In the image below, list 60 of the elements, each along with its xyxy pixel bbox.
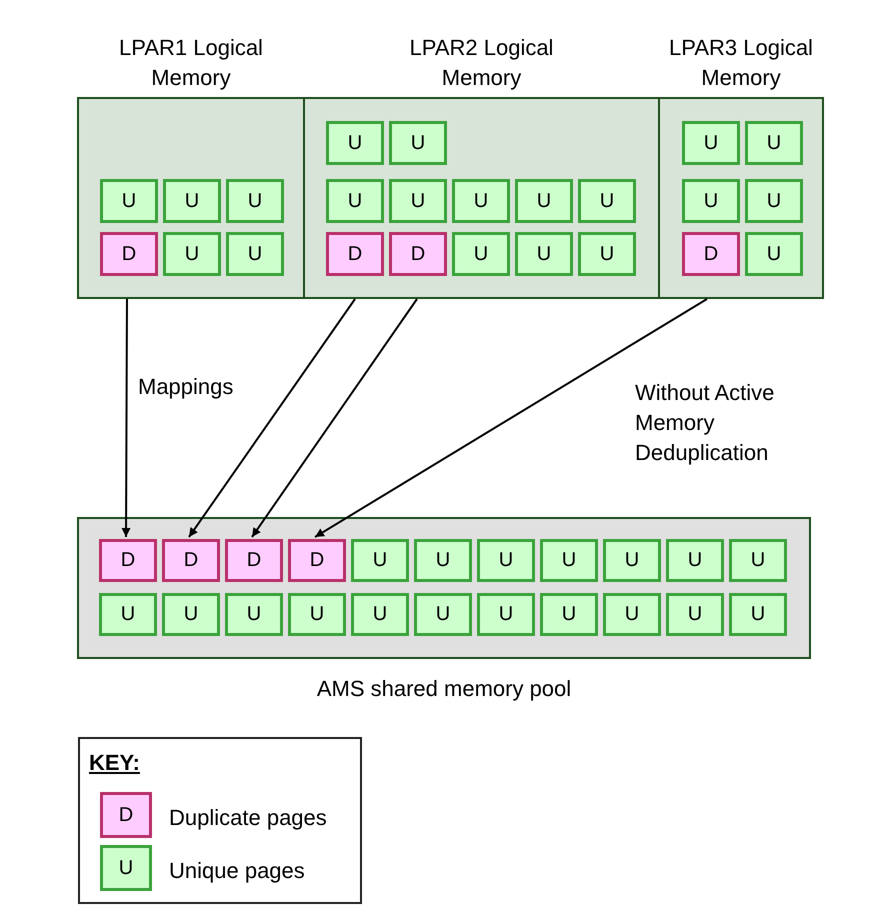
unique-page-block: U <box>162 593 220 636</box>
unique-page-block: U <box>452 232 510 276</box>
unique-page-block: U <box>729 593 787 636</box>
duplicate-page-block: D <box>682 232 740 276</box>
unique-page-block: U <box>351 593 409 636</box>
panel-heading: LPAR1 Logical Memory <box>118 34 264 92</box>
unique-page-block: U <box>163 232 221 276</box>
key-entry-text: Duplicate pages <box>169 804 327 832</box>
unique-page-block: U <box>414 593 472 636</box>
unique-page-block: U <box>578 179 636 223</box>
mapping-arrow <box>314 298 708 538</box>
unique-page-block: U <box>326 179 384 223</box>
key-panel <box>78 737 362 904</box>
unique-page-block: U <box>745 121 803 165</box>
unique-page-block: U <box>452 179 510 223</box>
unique-page-block: U <box>225 593 283 636</box>
unique-page-block: U <box>729 539 787 582</box>
unique-page-block: U <box>351 539 409 582</box>
unique-page-block: U <box>745 232 803 276</box>
unique-page-block: U <box>745 179 803 223</box>
unique-page-block: U <box>414 539 472 582</box>
unique-page-block: U <box>389 121 447 165</box>
unique-page-block: U <box>540 539 598 582</box>
unique-page-block: U <box>540 593 598 636</box>
unique-page-block: U <box>603 539 661 582</box>
unique-page-block: U <box>666 539 724 582</box>
unique-page-block: U <box>515 232 573 276</box>
unique-page-block: U <box>666 593 724 636</box>
panel-heading: LPAR3 Logical Memory <box>668 34 814 92</box>
key-heading: KEY: <box>89 749 140 777</box>
mapping-arrow <box>188 298 356 538</box>
unique-page-block: U <box>226 179 284 223</box>
duplicate-page-block: D <box>225 539 283 582</box>
duplicate-page-block: D <box>389 232 447 276</box>
duplicate-page-block: D <box>100 232 158 276</box>
unique-page-block: U <box>477 539 535 582</box>
unique-page-block: U <box>477 593 535 636</box>
unique-page-block: U <box>682 179 740 223</box>
annotation-text: Mappings <box>138 373 234 401</box>
unique-page-block: U <box>603 593 661 636</box>
duplicate-page-block: D <box>99 539 157 582</box>
unique-page-block: U <box>578 232 636 276</box>
key-entry-text: Unique pages <box>169 857 305 885</box>
unique-page-block: U <box>226 232 284 276</box>
unique-page-block: U <box>682 121 740 165</box>
unique-page-block: U <box>515 179 573 223</box>
panel-heading: LPAR2 Logical Memory <box>408 34 554 92</box>
pool-caption: AMS shared memory pool <box>316 675 572 703</box>
duplicate-page-block: D <box>162 539 220 582</box>
unique-page-block: U <box>389 179 447 223</box>
unique-page-block: U <box>163 179 221 223</box>
duplicate-page-block: D <box>288 539 346 582</box>
unique-page-block: U <box>288 593 346 636</box>
mapping-arrow <box>251 298 418 538</box>
unique-page-block: U <box>99 593 157 636</box>
unique-page-block: U <box>100 179 158 223</box>
unique-page-block: U <box>326 121 384 165</box>
duplicate-page-block: D <box>326 232 384 276</box>
mapping-arrow <box>122 299 131 537</box>
annotation-text: Without Active Memory Deduplication <box>635 379 776 467</box>
